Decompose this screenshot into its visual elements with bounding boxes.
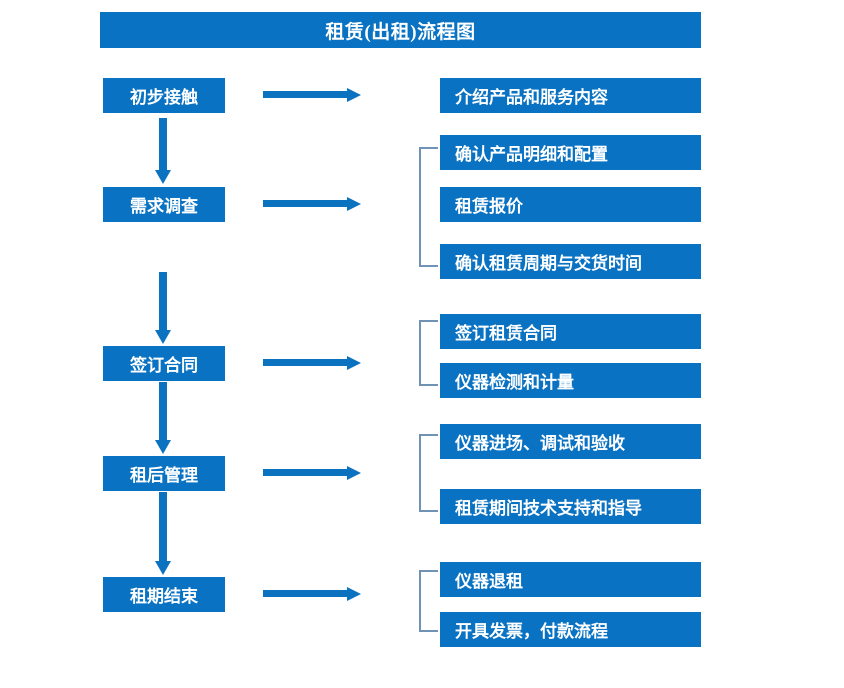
vertical-arrow-3 (152, 382, 174, 456)
detail-box-introduce-products[interactable]: 介绍产品和服务内容 (440, 78, 701, 113)
group-bracket-needs-survey (418, 147, 440, 267)
stage-box-sign-contract[interactable]: 签订合同 (103, 346, 225, 381)
vertical-arrow-1 (152, 118, 174, 186)
detail-box-confirm-period-delivery[interactable]: 确认租赁周期与交货时间 (440, 244, 701, 279)
page-title: 租赁(出租)流程图 (100, 12, 701, 48)
detail-box-instrument-inspection[interactable]: 仪器检测和计量 (440, 363, 701, 398)
group-bracket-rental-end (418, 570, 440, 632)
detail-box-sign-rental-contract[interactable]: 签订租赁合同 (440, 314, 701, 349)
detail-box-instrument-entry-commissioning[interactable]: 仪器进场、调试和验收 (440, 424, 701, 459)
stage-box-post-rental-management[interactable]: 租后管理 (103, 456, 225, 491)
group-bracket-post-rental (418, 434, 440, 512)
vertical-arrow-2 (152, 272, 174, 346)
detail-box-rental-quote[interactable]: 租赁报价 (440, 187, 701, 222)
horizontal-arrow-3 (263, 352, 363, 374)
horizontal-arrow-5 (263, 583, 363, 605)
stage-box-needs-survey[interactable]: 需求调查 (103, 187, 225, 222)
detail-box-technical-support[interactable]: 租赁期间技术支持和指导 (440, 489, 701, 524)
detail-box-invoice-payment[interactable]: 开具发票，付款流程 (440, 612, 701, 647)
horizontal-arrow-1 (263, 84, 363, 106)
horizontal-arrow-2 (263, 193, 363, 215)
group-bracket-sign-contract (418, 320, 440, 386)
stage-box-initial-contact[interactable]: 初步接触 (103, 78, 225, 113)
horizontal-arrow-4 (263, 462, 363, 484)
detail-box-instrument-return[interactable]: 仪器退租 (440, 562, 701, 597)
vertical-arrow-4 (152, 492, 174, 577)
detail-box-confirm-product-details[interactable]: 确认产品明细和配置 (440, 135, 701, 170)
stage-box-rental-end[interactable]: 租期结束 (103, 577, 225, 612)
